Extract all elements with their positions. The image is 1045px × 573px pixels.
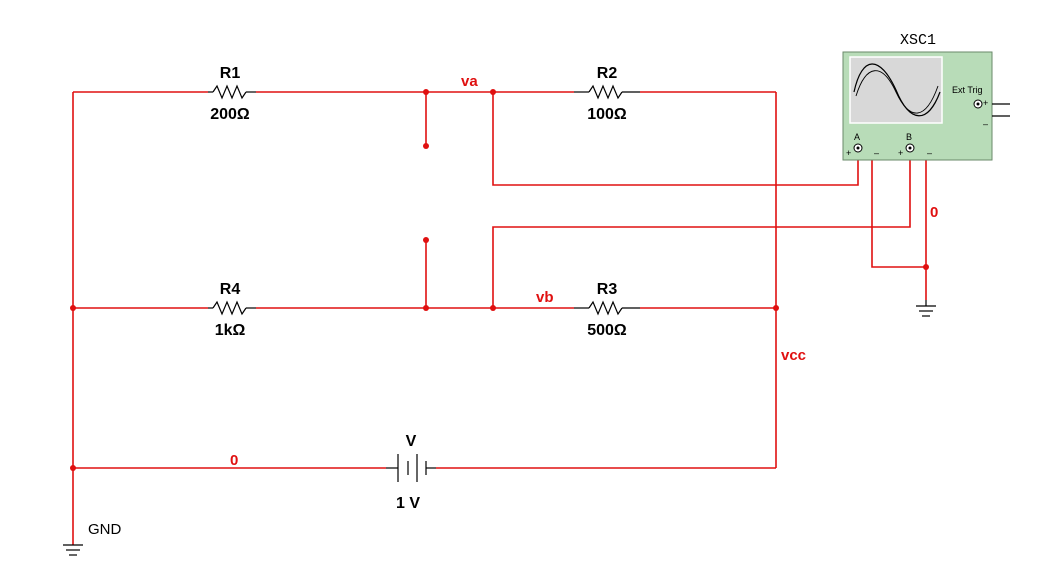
- scope-waveform-2: [855, 70, 939, 114]
- scope-channel-b-label: B: [906, 132, 912, 142]
- scope-ext-trig-label: Ext Trig: [952, 85, 983, 95]
- resistor-r3[interactable]: R3 500Ω: [574, 281, 640, 339]
- wires: [72, 91, 927, 545]
- scope-channel-a-label: A: [854, 132, 860, 142]
- resistor-r2[interactable]: R2 100Ω: [574, 65, 640, 123]
- junctions: [70, 89, 929, 471]
- r1-value: 200Ω: [210, 106, 250, 123]
- svg-text:–: –: [983, 119, 988, 129]
- resistor-r4[interactable]: R4 1kΩ: [208, 281, 256, 339]
- ground-label: GND: [88, 521, 122, 538]
- junction-vb: [490, 305, 496, 311]
- net-label-zero-scope: 0: [930, 204, 938, 221]
- wire-vb-to-scope-b[interactable]: [492, 155, 911, 308]
- scope-name: XSC1: [900, 32, 936, 49]
- r3-value: 500Ω: [587, 322, 627, 339]
- ground-scope[interactable]: [916, 300, 936, 317]
- svg-text:+: +: [846, 148, 851, 158]
- source-name: V: [406, 433, 417, 450]
- wire-scope-a-neg[interactable]: [871, 155, 926, 268]
- wire-va-to-scope-a[interactable]: [492, 92, 859, 186]
- source-value: 1 V: [396, 495, 420, 512]
- svg-text:–: –: [927, 148, 932, 158]
- r3-name: R3: [597, 281, 618, 298]
- resistor-r1-symbol: [212, 84, 247, 100]
- junction-scope-ground: [923, 264, 929, 270]
- ground-gnd[interactable]: GND: [63, 521, 122, 556]
- net-label-vb: vb: [536, 289, 554, 306]
- r2-name: R2: [597, 65, 618, 82]
- junction-top-switch: [423, 89, 429, 95]
- net-label-va: va: [461, 73, 478, 90]
- dc-source-v[interactable]: V 1 V: [386, 433, 436, 512]
- junction-bottom-left: [70, 465, 76, 471]
- resistor-r3-symbol: [588, 300, 623, 316]
- junction-switch-lower-end: [423, 237, 429, 243]
- svg-text:–: –: [874, 148, 879, 158]
- junction-switch-upper-end: [423, 143, 429, 149]
- oscilloscope-xsc1[interactable]: XSC1 Ext Trig + – A + – B + –: [842, 32, 1010, 161]
- net-label-zero-bottom: 0: [230, 452, 238, 469]
- junction-mid-left: [70, 305, 76, 311]
- r4-name: R4: [220, 281, 241, 298]
- junction-va: [490, 89, 496, 95]
- r4-value: 1kΩ: [215, 322, 246, 339]
- r1-name: R1: [220, 65, 241, 82]
- junction-mid-switch: [423, 305, 429, 311]
- junction-mid-right: [773, 305, 779, 311]
- svg-text:+: +: [898, 148, 903, 158]
- resistor-r2-symbol: [588, 84, 623, 100]
- r2-value: 100Ω: [587, 106, 627, 123]
- net-label-vcc: vcc: [781, 347, 806, 364]
- resistor-r4-symbol: [212, 300, 247, 316]
- resistor-r1[interactable]: R1 200Ω: [208, 65, 256, 123]
- scope-waveform-1: [853, 63, 941, 117]
- svg-text:+: +: [983, 98, 988, 108]
